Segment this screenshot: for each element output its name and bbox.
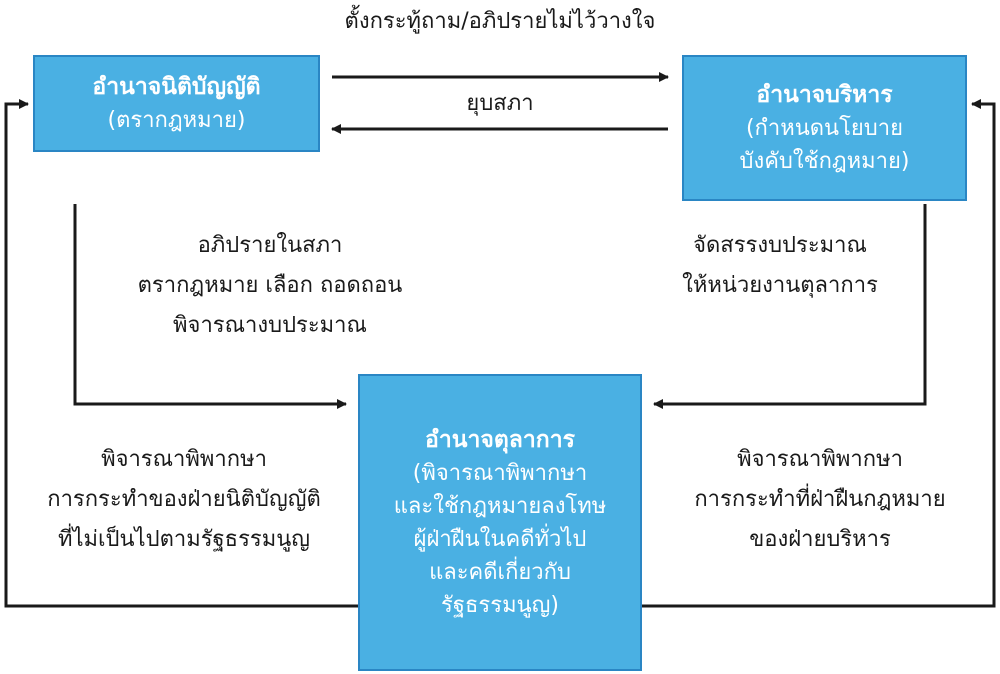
box-executive: อำนาจบริหาร (กำหนดนโยบาย บังคับใช้กฎหมาย… [682, 55, 967, 201]
label-line: พิจารณางบประมาณ [173, 313, 367, 338]
arrow-judicial-to-legislative [4, 99, 358, 608]
box-judicial-line: รัฐธรรมนูญ) [441, 593, 559, 618]
label-interpellation: ตั้งกระทู้ถาม/อภิปรายไม่ไว้วางใจ [344, 9, 656, 34]
label-line: อภิปรายในสภา [197, 233, 343, 258]
arrow-executive-to-judicial [653, 204, 927, 409]
label-line: ของฝ่ายบริหาร [749, 527, 891, 552]
box-judicial-line: (พิจารณาพิพากษา [412, 461, 588, 486]
label-line: การกระทำที่ฝ่าฝืนกฎหมาย [694, 487, 946, 512]
box-executive-line: บังคับใช้กฎหมาย) [739, 149, 910, 174]
box-judicial-title: อำนาจตุลาการ [425, 427, 575, 453]
label-line: การกระทำของฝ่ายนิติบัญญัติ [47, 487, 321, 512]
box-executive-title: อำนาจบริหาร [756, 82, 893, 108]
label-legislative-to-judicial: อภิปรายในสภา ตรากฎหมาย เลือก ถอดถอน พิจา… [90, 226, 450, 346]
label-line: ให้หน่วยงานตุลาการ [682, 273, 878, 298]
box-judicial-line: และคดีเกี่ยวกับ [429, 560, 571, 585]
box-judicial-line: และใช้กฎหมายลงโทษ [393, 494, 607, 519]
box-executive-line: (กำหนดนโยบาย [745, 116, 904, 141]
arrow-judicial-to-executive [642, 99, 996, 608]
label-line: จัดสรรงบประมาณ [693, 233, 867, 258]
box-judicial: อำนาจตุลาการ (พิจารณาพิพากษา และใช้กฎหมา… [358, 374, 642, 671]
label-judicial-to-executive: พิจารณาพิพากษา การกระทำที่ฝ่าฝืนกฎหมาย ข… [660, 440, 980, 560]
box-legislative-line: (ตรากฎหมาย) [107, 108, 246, 133]
label-executive-to-judicial: จัดสรรงบประมาณ ให้หน่วยงานตุลาการ [640, 226, 920, 306]
label-dissolve: ยุบสภา [466, 91, 534, 116]
label-line: ตรากฎหมาย เลือก ถอดถอน [137, 273, 403, 298]
box-judicial-line: ผู้ฝ่าฝืนในคดีทั่วไป [413, 527, 587, 552]
label-line: พิจารณาพิพากษา [101, 447, 267, 472]
box-legislative: อำนาจนิติบัญญัติ (ตรากฎหมาย) [33, 55, 320, 152]
arrow-legislative-to-judicial [73, 204, 347, 409]
label-line: ที่ไม่เป็นไปตามรัฐธรรมนูญ [57, 527, 311, 552]
label-line: พิจารณาพิพากษา [737, 447, 903, 472]
label-judicial-to-legislative: พิจารณาพิพากษา การกระทำของฝ่ายนิติบัญญัต… [14, 440, 354, 560]
box-legislative-title: อำนาจนิติบัญญัติ [92, 74, 261, 100]
